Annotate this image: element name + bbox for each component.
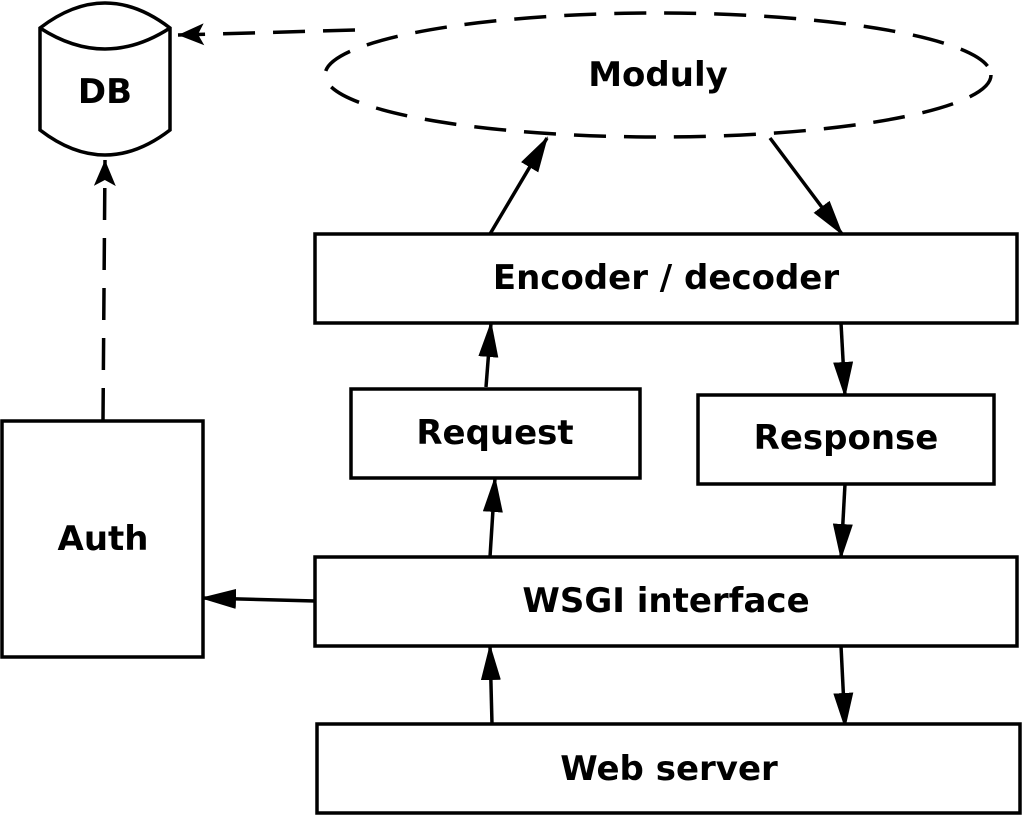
edge-wsgi-to-webserver <box>833 645 854 729</box>
request-label: Request <box>416 413 573 453</box>
wsgi-interface-label: WSGI interface <box>522 581 809 621</box>
edge-encoder-to-moduly <box>488 136 549 235</box>
edge-request-to-encoder <box>478 321 499 388</box>
edge-webserver-to-wsgi <box>480 644 501 725</box>
encoder-decoder-label: Encoder / decoder <box>493 258 840 298</box>
db-node: DB <box>38 1 172 157</box>
edge-encoder-to-response <box>833 322 854 398</box>
encoder-decoder-node: Encoder / decoder <box>313 232 1019 325</box>
edge-auth-to-db <box>93 159 116 421</box>
edge-moduly-to-db <box>177 23 356 46</box>
request-node: Request <box>349 387 642 480</box>
edge-wsgi-to-auth <box>200 588 316 609</box>
edge-response-to-wsgi <box>832 483 853 560</box>
web-server-node: Web server <box>315 722 1022 815</box>
response-label: Response <box>754 418 939 458</box>
auth-node: Auth <box>0 419 205 659</box>
auth-label: Auth <box>58 519 149 559</box>
wsgi-interface-node: WSGI interface <box>313 555 1019 648</box>
moduly-node: Moduly <box>323 11 993 139</box>
moduly-label: Moduly <box>588 55 728 95</box>
db-label: DB <box>78 72 132 112</box>
web-server-label: Web server <box>560 749 778 789</box>
edge-wsgi-to-request <box>482 476 503 558</box>
edge-moduly-to-encoder <box>768 136 844 236</box>
response-node: Response <box>696 393 996 486</box>
